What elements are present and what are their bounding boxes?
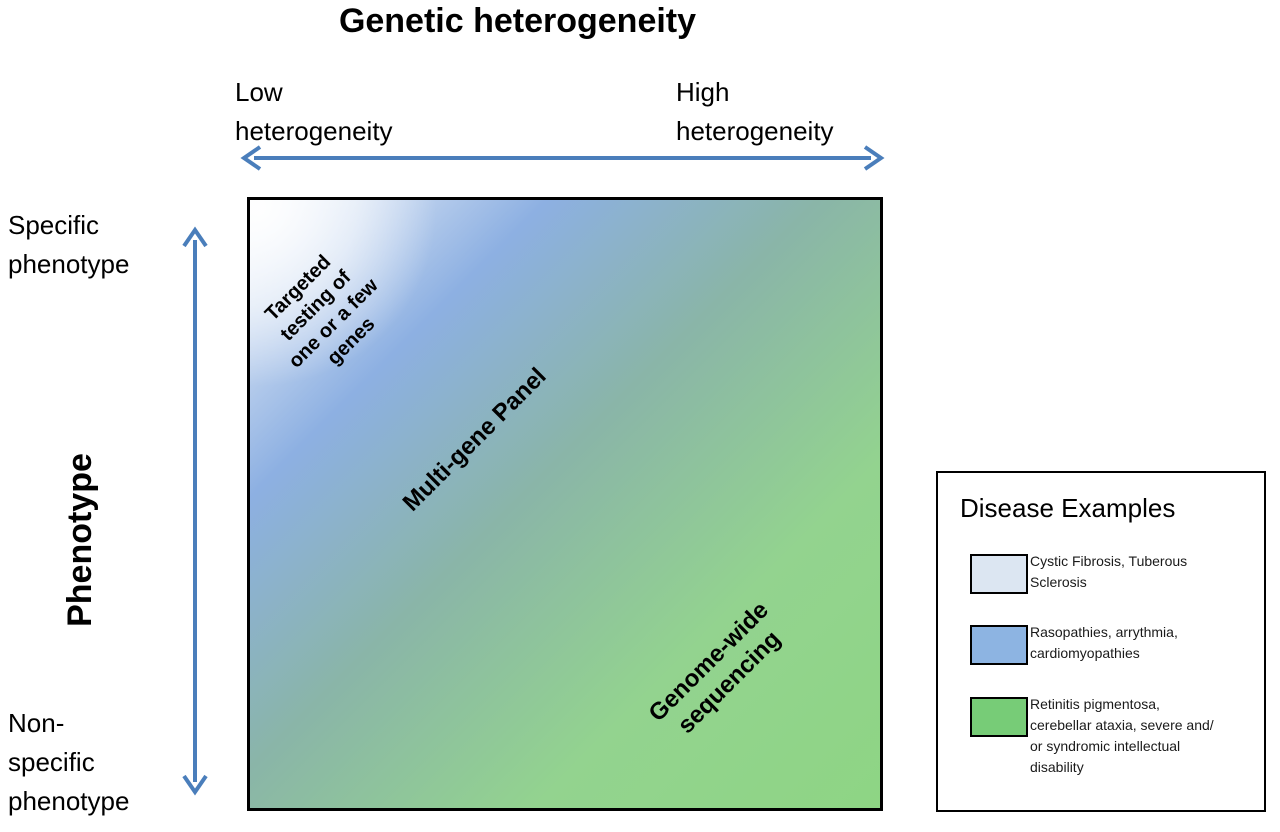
legend-item-2-line1: Rasopathies, arrythmia, — [1030, 624, 1178, 640]
legend-item-1-line2: Sclerosis — [1030, 574, 1087, 590]
legend-item-3-line3: or syndromic intellectual — [1030, 738, 1181, 754]
y-axis-title: Phenotype — [61, 453, 99, 627]
y-axis-bottom-line3: phenotype — [8, 786, 130, 816]
legend-item-1-line1: Cystic Fibrosis, Tuberous — [1030, 553, 1188, 569]
legend-item-3-line4: disability — [1030, 759, 1084, 775]
diagram-title: Genetic heterogeneity — [338, 2, 697, 40]
disease-examples-legend: Disease Examples Cystic Fibrosis, Tubero… — [936, 471, 1266, 812]
legend-item-retinitis-pigmentosa: Retinitis pigmentosa, cerebellar ataxia,… — [1030, 694, 1248, 778]
x-axis-high-line1: High — [676, 77, 730, 107]
legend-item-2-line2: cardiomyopathies — [1030, 645, 1140, 661]
y-axis-top-label: Specific phenotype — [8, 206, 129, 284]
y-axis-bottom-label: Non- specific phenotype — [8, 704, 129, 821]
x-axis-low-line1: Low — [235, 77, 283, 107]
legend-swatch-light-blue — [970, 554, 1028, 594]
x-axis-low-line2: heterogeneity — [235, 116, 393, 146]
y-axis-top-line2: phenotype — [8, 249, 130, 279]
y-axis-bottom-line2: specific — [8, 747, 95, 777]
legend-swatch-blue — [970, 625, 1028, 665]
legend-item-3-line1: Retinitis pigmentosa, — [1030, 696, 1160, 712]
legend-item-rasopathies: Rasopathies, arrythmia, cardiomyopathies — [1030, 622, 1248, 664]
vertical-double-arrow-icon — [182, 226, 208, 796]
y-axis-bottom-line1: Non- — [8, 708, 65, 738]
x-axis-low-label: Low heterogeneity — [235, 73, 393, 151]
legend-title: Disease Examples — [960, 493, 1176, 523]
genome-wide-sequencing-label: Genome-wide sequencing — [624, 577, 814, 767]
horizontal-double-arrow-icon — [240, 145, 885, 171]
legend-swatch-green — [970, 697, 1028, 737]
x-axis-high-label: High heterogeneity — [676, 73, 834, 151]
legend-item-cystic-fibrosis: Cystic Fibrosis, Tuberous Sclerosis — [1030, 551, 1248, 593]
heterogeneity-gradient-plot: Targeted testing of one or a few genes M… — [247, 197, 883, 811]
legend-item-3-line2: cerebellar ataxia, severe and/ — [1030, 717, 1214, 733]
x-axis-high-line2: heterogeneity — [676, 116, 834, 146]
y-axis-top-line1: Specific — [8, 210, 100, 240]
low-heterogeneity-glow — [250, 200, 520, 470]
